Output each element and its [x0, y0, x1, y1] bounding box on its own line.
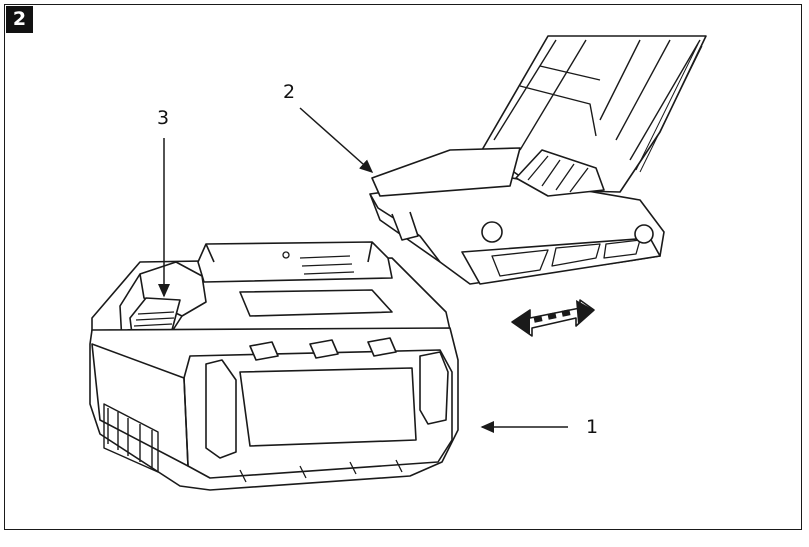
double-arrow-icon [511, 299, 595, 337]
figure-frame [4, 4, 802, 530]
callout-3: 3 [157, 107, 169, 129]
tool-handle [369, 35, 707, 285]
callout-1: 1 [586, 416, 598, 438]
leader-line-2 [299, 107, 374, 173]
callout-2: 2 [283, 81, 295, 103]
figure-number-badge: 2 [6, 6, 33, 33]
callout-leaders [158, 107, 568, 433]
battery-pack [89, 241, 459, 491]
